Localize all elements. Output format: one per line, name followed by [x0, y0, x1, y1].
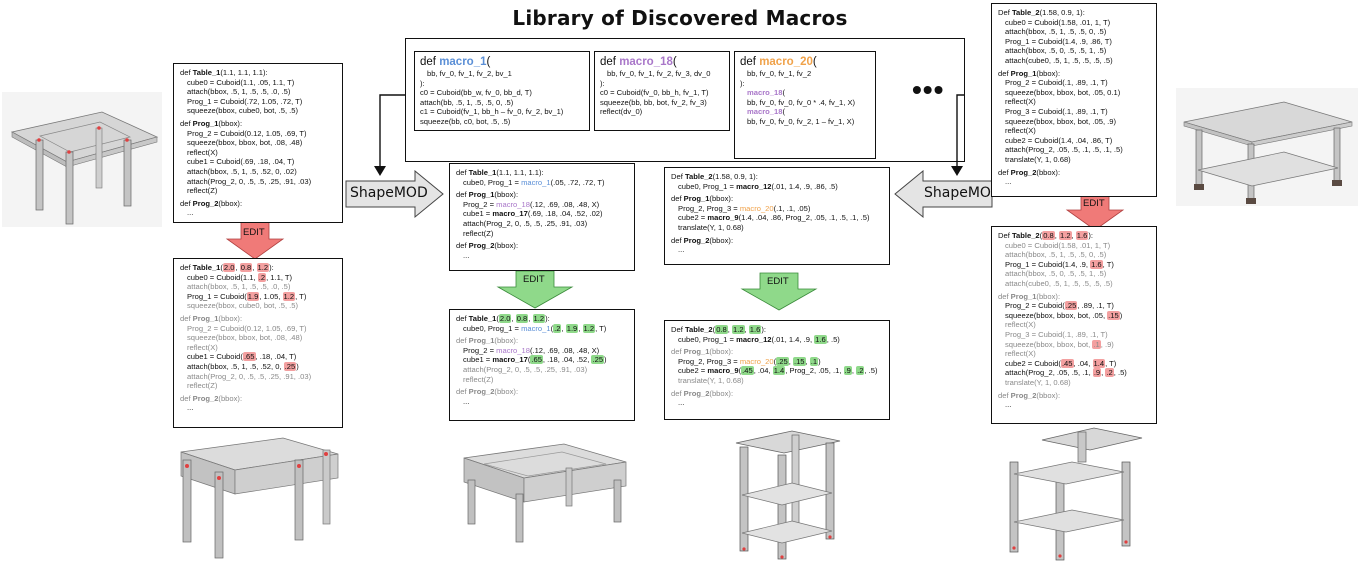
more-macros-ellipsis: ••• — [912, 74, 945, 105]
edit-label-3: EDIT — [767, 276, 789, 287]
table2-macros-edited-render — [735, 430, 841, 560]
table2-edited-render — [1009, 427, 1143, 561]
edit-arrow-2 — [496, 270, 574, 309]
program-table2-macros: Def Table_2(1.58, 0.9, 1): cube0, Prog_1… — [664, 167, 890, 265]
program-table1-macros-edited: def Table_1(2.0, 0.8, 1.2): cube0, Prog_… — [449, 309, 635, 421]
library-to-left-connector — [379, 94, 405, 168]
arrowhead-right — [951, 166, 963, 176]
edit-label-4: EDIT — [1083, 198, 1105, 209]
shapemod-label-right: ShapeMOD — [924, 185, 1002, 201]
shapemod-arrow-left — [345, 170, 444, 219]
macro-1-definition: def macro_1( bb, fv_0, fv_1, fv_2, bv_1 … — [414, 51, 590, 131]
program-table1-original: def Table_1(1.1, 1.1, 1.1): cube0 = Cubo… — [173, 63, 343, 223]
program-table2-macros-edited: Def Table_2(0.8, 1.2, 1.6): cube0, Prog_… — [664, 320, 890, 420]
table1-original-render — [2, 92, 162, 227]
shapemod-arrow-right — [894, 170, 993, 219]
table1-macros-edited-render — [463, 443, 627, 543]
macro-18-name: macro_18 — [619, 56, 673, 68]
macro-1-name: macro_1 — [439, 56, 487, 68]
macro-20-name: macro_20 — [759, 56, 813, 68]
edit-label-2: EDIT — [523, 274, 545, 285]
program-table2-edited: Def Table_2(0.8, 1.2, 1.6): cube0 = Cubo… — [991, 226, 1157, 424]
macro-20-definition: def macro_20( bb, fv_0, fv_1, fv_2 ): ma… — [734, 51, 876, 159]
figure-title: Library of Discovered Macros — [512, 6, 848, 30]
table2-original-render — [1176, 88, 1358, 206]
program-table2-original: Def Table_2(1.58, 0.9, 1): cube0 = Cuboi… — [991, 3, 1157, 197]
table1-edited-render — [180, 437, 339, 559]
edit-arrow-1 — [225, 221, 285, 260]
macro-library-box: def macro_1( bb, fv_0, fv_1, fv_2, bv_1 … — [405, 38, 965, 162]
program-table1-macros: def Table_1(1.1, 1.1, 1.1): cube0, Prog_… — [449, 163, 635, 271]
edit-arrow-3 — [740, 272, 818, 311]
library-to-right-connector — [956, 94, 965, 168]
shapemod-label-left: ShapeMOD — [350, 185, 428, 201]
macro-18-definition: def macro_18( bb, fv_0, fv_1, fv_2, fv_3… — [594, 51, 730, 131]
program-table1-edited: def Table_1(2.0, 0.8, 1.2): cube0 = Cubo… — [173, 258, 343, 428]
arrowhead-left — [374, 166, 386, 176]
edit-label-1: EDIT — [243, 227, 265, 238]
